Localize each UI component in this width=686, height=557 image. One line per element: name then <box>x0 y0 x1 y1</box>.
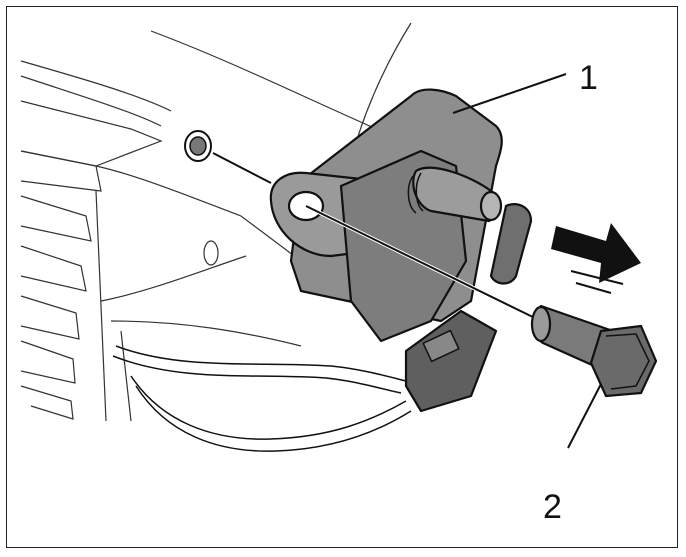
connector-part <box>404 309 498 413</box>
callout-2: 2 <box>543 488 562 526</box>
removal-arrow-icon <box>551 223 641 294</box>
leader-lines <box>452 73 602 449</box>
leader-line-1 <box>452 73 567 114</box>
grommet-icon <box>184 130 212 162</box>
bolt-part <box>530 304 658 398</box>
leader-line-2 <box>567 383 602 449</box>
exploded-view-diagram: 1 2 <box>20 22 658 526</box>
diagram-frame: 1 2 <box>6 6 678 548</box>
vehicle-body-panel <box>20 22 412 422</box>
wiring-harness <box>112 345 412 452</box>
assembly-axis-line <box>212 152 542 323</box>
callout-1: 1 <box>579 59 598 97</box>
